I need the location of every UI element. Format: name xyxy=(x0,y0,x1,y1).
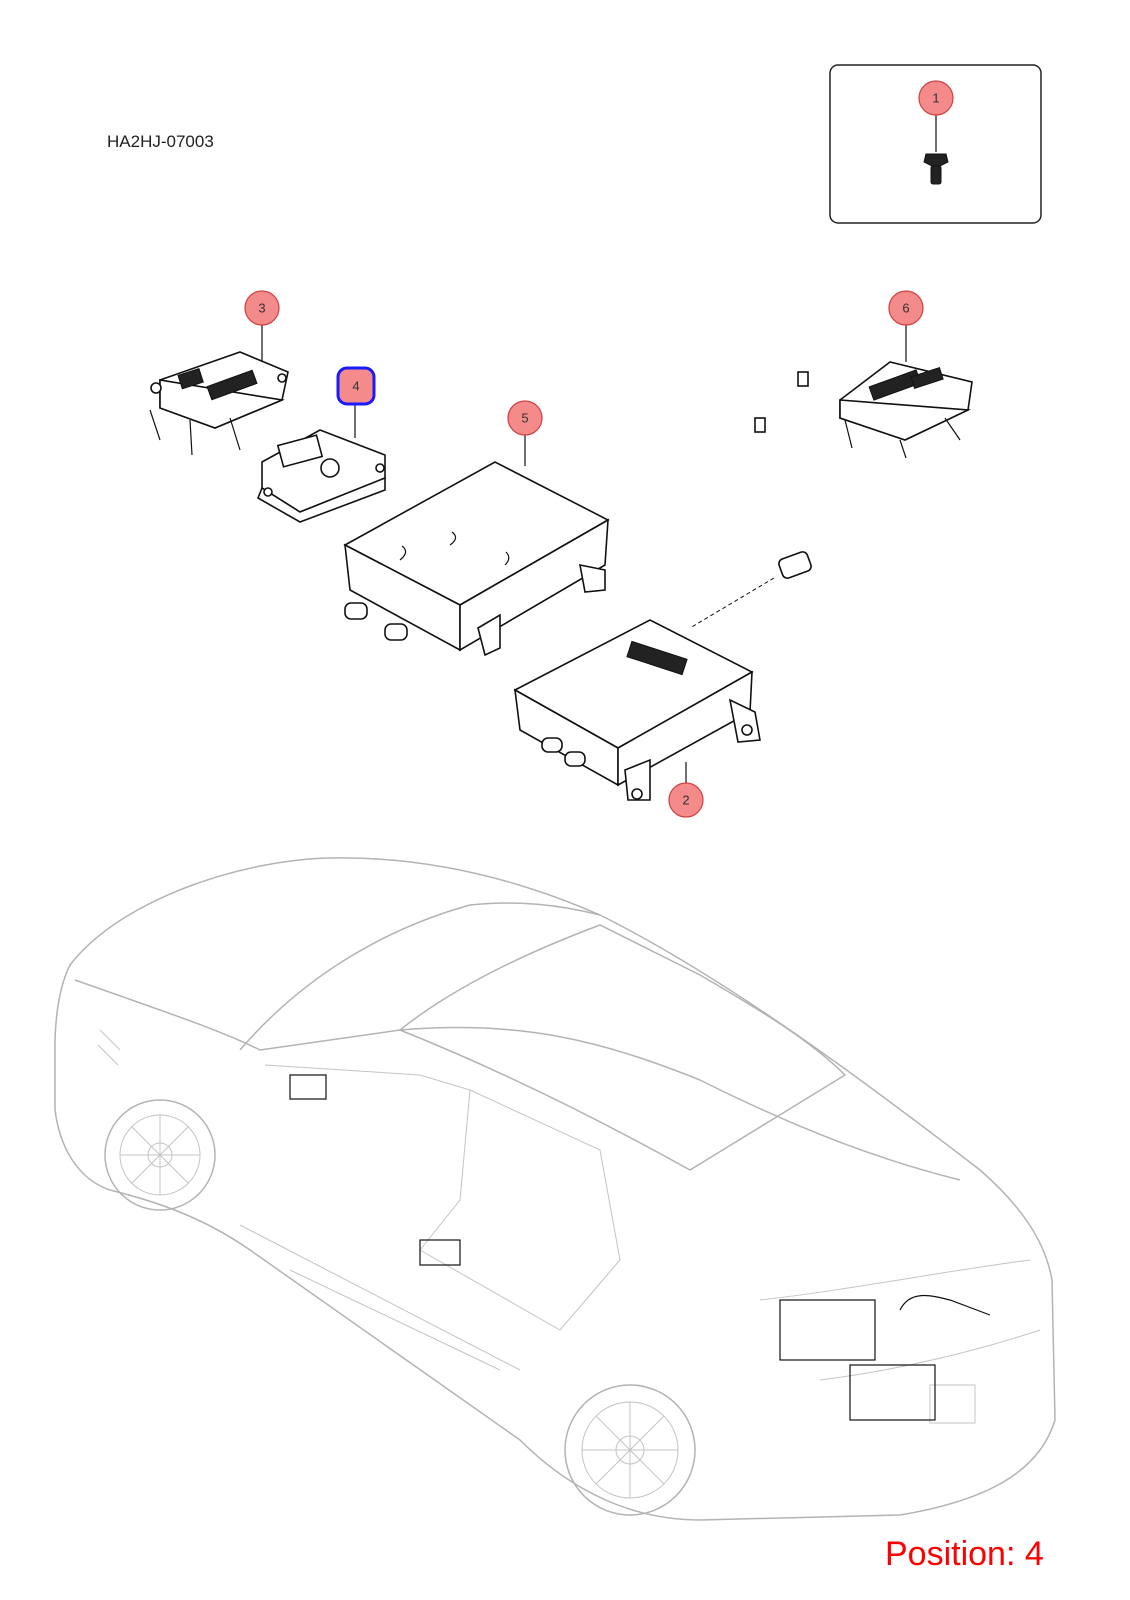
vehicle-outline xyxy=(54,857,1056,1521)
position-label: Position: 4 xyxy=(885,1535,1044,1573)
callout-6[interactable]: 6 xyxy=(888,290,924,326)
callout-5-label: 5 xyxy=(521,411,528,426)
callout-3-label: 3 xyxy=(258,301,265,316)
callout-2-label: 2 xyxy=(682,793,689,808)
callout-4-label: 4 xyxy=(352,379,359,394)
callout-1[interactable]: 1 xyxy=(918,80,954,116)
inverter-part-5[interactable] xyxy=(343,430,610,657)
callout-4-highlighted[interactable]: 4 xyxy=(336,366,376,406)
control-module-part-4[interactable] xyxy=(256,400,386,523)
callout-3[interactable]: 3 xyxy=(244,290,280,326)
callout-1-label: 1 xyxy=(932,91,939,106)
callout-6-label: 6 xyxy=(902,301,909,316)
charger-junction-part-6[interactable] xyxy=(749,320,973,580)
converter-part-2[interactable] xyxy=(513,619,761,801)
callout-5[interactable]: 5 xyxy=(507,400,543,436)
callout-2[interactable]: 2 xyxy=(668,782,704,818)
diagram-code: HA2HJ-07003 xyxy=(107,132,214,151)
junction-block-part-3[interactable] xyxy=(149,320,289,456)
bolt-part[interactable] xyxy=(923,110,949,185)
